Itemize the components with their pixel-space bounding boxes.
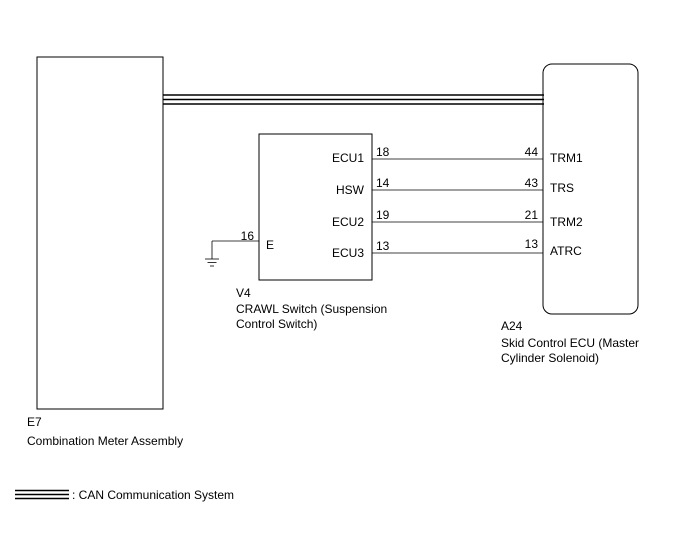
meter-code: E7 [27, 415, 42, 429]
combination-meter-box [36, 56, 164, 410]
skid-ecu-code: A24 [501, 319, 523, 333]
switch-pin-number: 18 [376, 145, 390, 159]
skid-control-ecu-box [542, 63, 639, 315]
ground-pin-number: 16 [240, 229, 254, 243]
crawl-switch-name-line2: Control Switch) [236, 317, 318, 331]
skid-ecu-name-line1: Skid Control ECU (Master [501, 336, 640, 350]
can-bus-line [163, 94, 544, 105]
pin-label-ecu2: ECU2 [331, 215, 364, 229]
pin-label-ecu1: ECU1 [331, 151, 364, 165]
crawl-switch-box [258, 133, 373, 281]
pin-label-trm1: TRM1 [550, 151, 583, 165]
ecu-pin-number: 13 [524, 237, 538, 251]
ecu-pin-number: 44 [524, 145, 538, 159]
legend-can-line-icon [15, 489, 69, 500]
ground-icon [205, 240, 259, 267]
crawl-switch-name-line1: CRAWL Switch (Suspension [236, 302, 388, 316]
crawl-switch-code: V4 [236, 286, 251, 300]
pin-label-trm2: TRM2 [550, 215, 583, 229]
switch-pin-number: 14 [376, 176, 390, 190]
pin-label-trs: TRS [550, 181, 574, 195]
legend-label: : CAN Communication System [72, 488, 235, 502]
pin-label-ecu3: ECU3 [331, 246, 364, 260]
pin-label-hsw: HSW [336, 183, 364, 197]
meter-name: Combination Meter Assembly [27, 434, 184, 448]
pin-label-atrc: ATRC [550, 244, 582, 258]
ecu-pin-number: 43 [524, 176, 538, 190]
switch-pin-number: 19 [376, 208, 390, 222]
skid-ecu-name-line2: Cylinder Solenoid) [501, 351, 600, 365]
ecu-pin-number: 21 [524, 208, 538, 222]
signal-wires [372, 158, 543, 254]
pin-label-e: E [266, 238, 275, 252]
switch-pin-number: 13 [376, 239, 390, 253]
